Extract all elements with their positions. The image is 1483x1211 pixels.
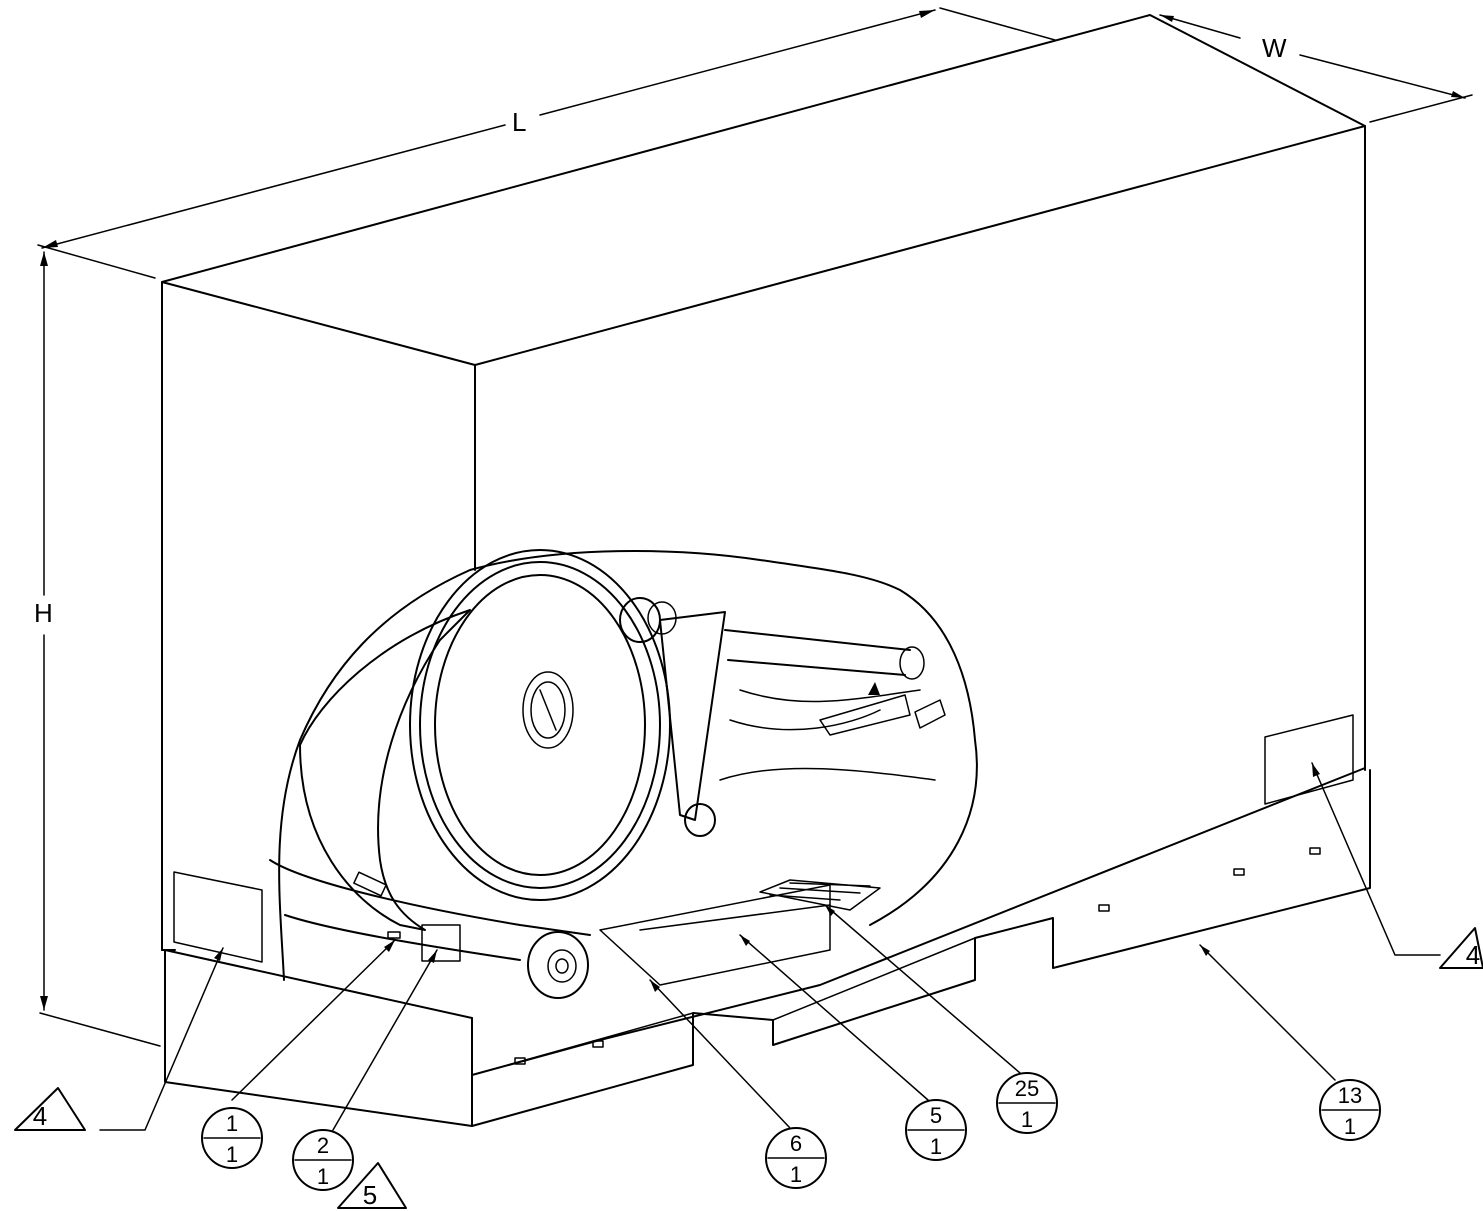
dim-label-length: L: [512, 107, 526, 137]
cutaway-view: [269, 549, 978, 999]
flag-note-left: 4: [14, 1087, 86, 1131]
balloon-13-qty: 1: [1344, 1114, 1356, 1139]
balloon-6: 6 1: [765, 1127, 827, 1189]
shipping-box: [161, 14, 1366, 951]
balloon-25: 25 1: [996, 1072, 1058, 1134]
box-labels: [173, 714, 1354, 963]
pallet: [164, 767, 1371, 1127]
balloon-13: 13 1: [1319, 1079, 1381, 1141]
balloon-1: 1 1: [201, 1107, 263, 1169]
balloon-5-item: 5: [930, 1103, 942, 1128]
balloon-25-qty: 1: [1021, 1107, 1033, 1132]
balloon-5-qty: 1: [930, 1134, 942, 1159]
flag-note-bottom: 5: [337, 1162, 407, 1210]
balloon-6-qty: 1: [790, 1162, 802, 1187]
dimension-lines: [37, 7, 1473, 1047]
flag-note-bottom-text: 5: [363, 1180, 377, 1210]
balloon-2: 2 1: [292, 1129, 354, 1191]
leader-lines: [99, 762, 1441, 1131]
flag-note-right-text: 4: [1466, 940, 1480, 970]
balloon-2-item: 2: [317, 1133, 329, 1158]
dim-label-height: H: [34, 598, 53, 628]
balloon-1-qty: 1: [226, 1142, 238, 1167]
balloon-6-item: 6: [790, 1131, 802, 1156]
balloon-25-item: 25: [1015, 1076, 1039, 1101]
balloon-5: 5 1: [905, 1099, 967, 1161]
balloon-13-item: 13: [1338, 1083, 1362, 1108]
dim-label-width: W: [1262, 33, 1287, 63]
balloon-1-item: 1: [226, 1111, 238, 1136]
flag-note-right: 4: [1439, 927, 1483, 970]
balloon-2-qty: 1: [317, 1164, 329, 1189]
flag-note-left-text: 4: [33, 1101, 47, 1131]
